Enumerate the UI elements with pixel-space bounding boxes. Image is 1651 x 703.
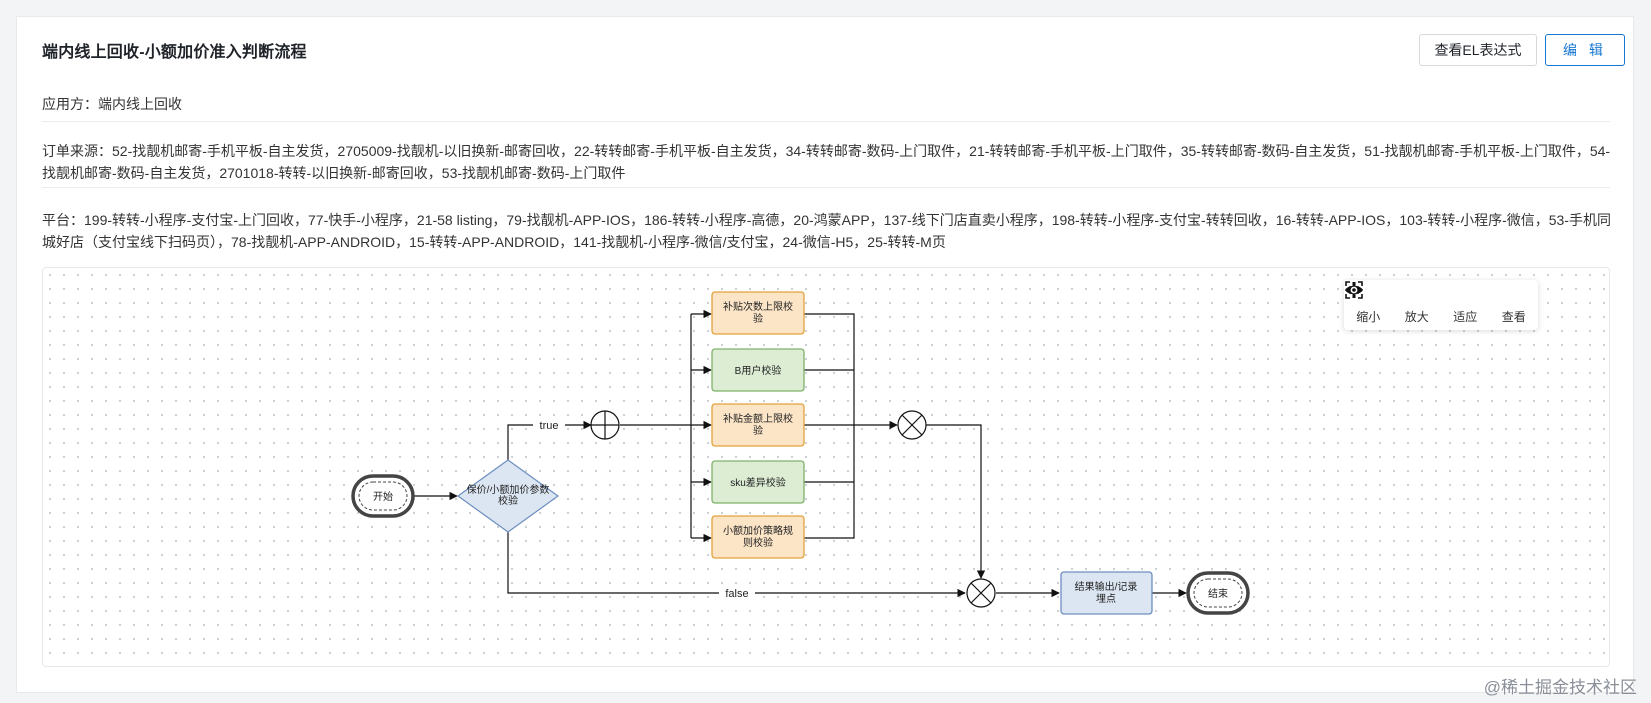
- view-button[interactable]: 查看: [1345, 285, 1535, 325]
- result-label-line2: 埋点: [1096, 593, 1116, 605]
- view-el-expression-button[interactable]: 查看EL表达式: [1419, 34, 1537, 66]
- merge-gateway[interactable]: [966, 578, 996, 608]
- check-label: sku差异校验: [730, 476, 786, 489]
- zoom-in-button[interactable]: 放大: [1346, 282, 1438, 325]
- view-label: 查看: [1501, 309, 1526, 324]
- result-output-node[interactable]: 结果输出/记录 埋点: [1060, 571, 1153, 615]
- edge-join-bus: [804, 313, 855, 539]
- canvas-toolbar: 缩小 放大 适应: [1344, 280, 1538, 330]
- page-title: 端内线上回收-小额加价准入判断流程: [42, 44, 307, 61]
- check-label-line2: 则校验: [743, 536, 773, 549]
- end-label: 结束: [1208, 587, 1228, 600]
- end-node[interactable]: 结束: [1186, 571, 1250, 615]
- parallel-fork-gateway[interactable]: [590, 410, 620, 440]
- divider: [42, 187, 1610, 188]
- check-label-line1: 补贴次数上限校: [723, 300, 793, 313]
- check-label-line2: 验: [753, 312, 763, 325]
- edit-button[interactable]: 编 辑: [1545, 34, 1625, 66]
- flow-detail-card: 端内线上回收-小额加价准入判断流程 查看EL表达式 编 辑 应用方：端内线上回收…: [16, 16, 1634, 693]
- site-watermark: @稀土掘金技术社区: [1483, 678, 1637, 697]
- flow-canvas[interactable]: 开始 保价/小额加价参数 校验 true false 补贴次数上限校: [42, 267, 1610, 667]
- fit-label: 适应: [1453, 309, 1478, 324]
- result-label-line1: 结果输出/记录: [1075, 580, 1138, 593]
- divider: [42, 121, 1610, 122]
- zoom-in-label: 放大: [1404, 309, 1429, 324]
- check-node-sku-diff[interactable]: sku差异校验: [711, 460, 805, 504]
- false-label: false: [725, 588, 748, 600]
- check-label-line1: 小额加价策略规: [723, 524, 793, 537]
- order-source-info: 订单来源：52-找靓机邮寄-手机平板-自主发货，2705009-找靓机-以旧换新…: [42, 143, 1611, 181]
- start-node[interactable]: 开始: [351, 474, 415, 518]
- check-label-line1: 补贴金额上限校: [723, 412, 793, 425]
- false-label-bg: [719, 586, 755, 600]
- check-node-strategy-rule[interactable]: 小额加价策略规 则校验: [711, 515, 805, 559]
- fit-button[interactable]: 适应: [1345, 281, 1486, 325]
- platform-info: 平台：199-转转-小程序-支付宝-上门回收，77-快手-小程序，21-58 l…: [42, 212, 1611, 250]
- flowchart: 开始 保价/小额加价参数 校验 true false 补贴次数上限校: [351, 291, 1250, 615]
- edge-join-merge: [926, 424, 986, 579]
- parallel-join-gateway[interactable]: [897, 410, 927, 440]
- true-label-bg: [533, 418, 565, 432]
- check-node-subsidy-count[interactable]: 补贴次数上限校 验: [711, 291, 805, 335]
- zoom-out-label: 缩小: [1356, 309, 1381, 324]
- flow-edges: [413, 309, 1187, 598]
- check-label-line2: 验: [753, 424, 763, 437]
- app-info: 应用方：端内线上回收: [42, 96, 182, 112]
- decision-node[interactable]: 保价/小额加价参数 校验: [456, 459, 560, 533]
- decision-label-line2: 校验: [498, 494, 518, 507]
- check-label: B用户校验: [735, 364, 782, 377]
- start-label: 开始: [373, 490, 393, 503]
- check-node-b-user[interactable]: B用户校验: [711, 348, 805, 392]
- decision-label-line1: 保价/小额加价参数: [467, 483, 550, 496]
- check-node-subsidy-amount[interactable]: 补贴金额上限校 验: [711, 403, 805, 447]
- edge-false: [507, 532, 966, 598]
- true-label: true: [540, 420, 559, 432]
